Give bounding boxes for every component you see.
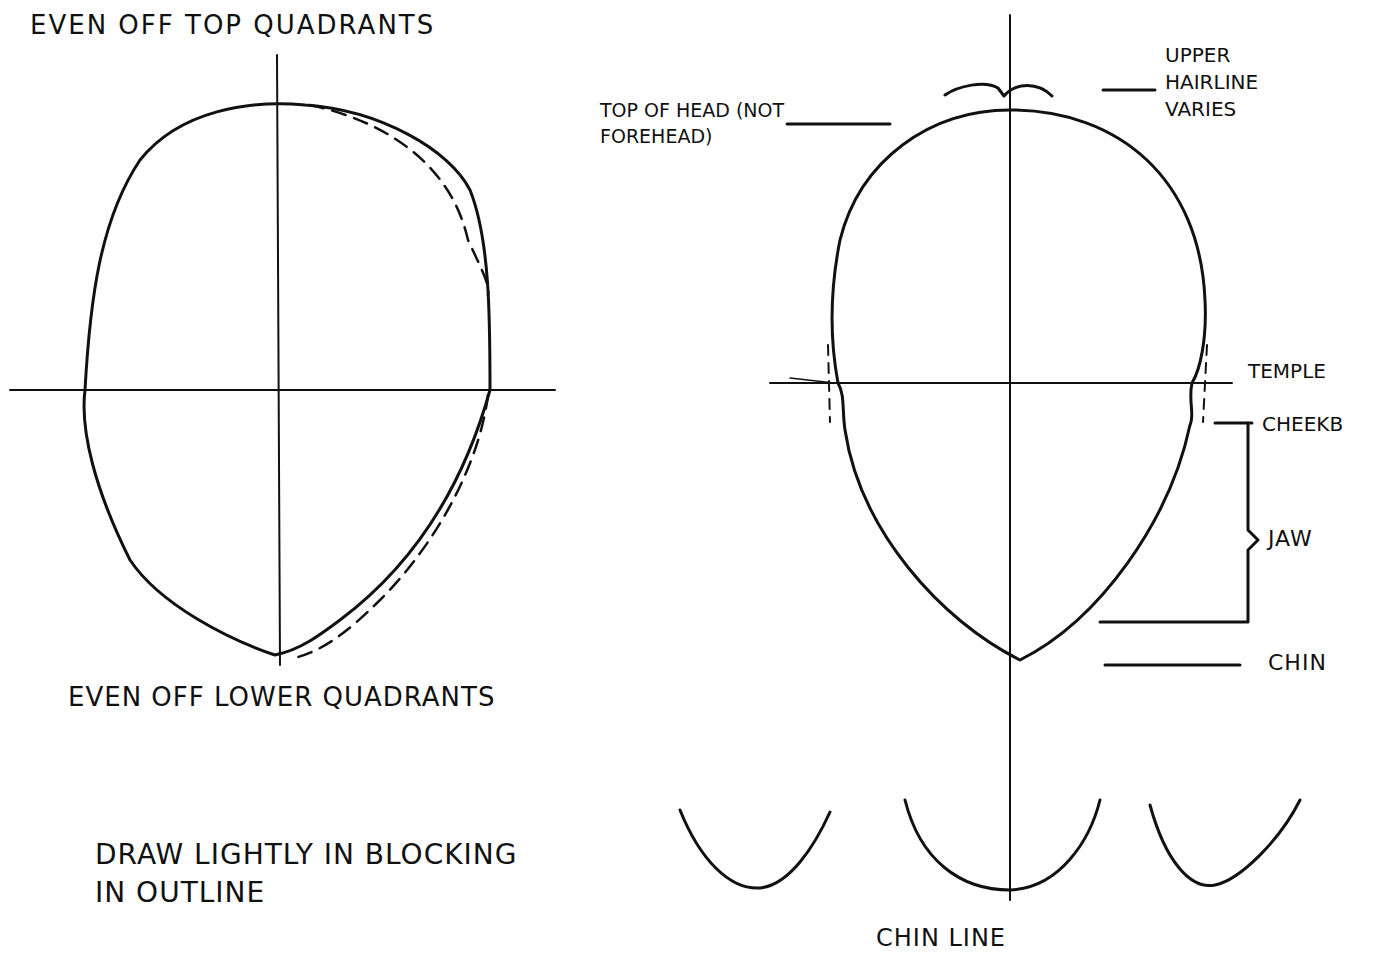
part-label: JAW (1268, 524, 1358, 554)
hairline-mark (945, 84, 1052, 96)
head-outline (84, 104, 490, 655)
part-label: UPPER HAIRLINE VARIES (1165, 42, 1300, 123)
head-outline (832, 110, 1205, 660)
part-label: CHEEKB (1262, 411, 1362, 438)
instruction-note: DRAW LIGHTLY IN BLOCKING IN OUTLINE (95, 836, 535, 912)
leader-line (787, 123, 890, 126)
corrected-outline (298, 395, 488, 657)
part-label: TEMPLE (1248, 358, 1368, 385)
vertical-axis (277, 55, 280, 665)
caption-label: CHIN LINE (876, 922, 1116, 954)
corrected-outline (310, 105, 488, 295)
part-label: TOP OF HEAD (NOT FOREHEAD) (600, 98, 840, 149)
temple-dash (1203, 345, 1207, 422)
chin-curve (905, 800, 1100, 890)
part-label: CHIN (1268, 648, 1358, 678)
instruction-note: EVEN OFF LOWER QUADRANTS (68, 680, 628, 715)
leader-line (1215, 422, 1252, 425)
instruction-note: EVEN OFF TOP QUADRANTS (30, 8, 550, 43)
temple-dash (828, 345, 830, 422)
chin-curve (1150, 800, 1300, 886)
jaw-bracket (1100, 423, 1258, 622)
leader-line (790, 378, 834, 383)
leader-line (1103, 89, 1155, 92)
chin-curve (680, 810, 830, 888)
leader-line (1105, 664, 1240, 667)
vertical-axis (1009, 15, 1011, 900)
horizontal-axis (10, 389, 555, 391)
